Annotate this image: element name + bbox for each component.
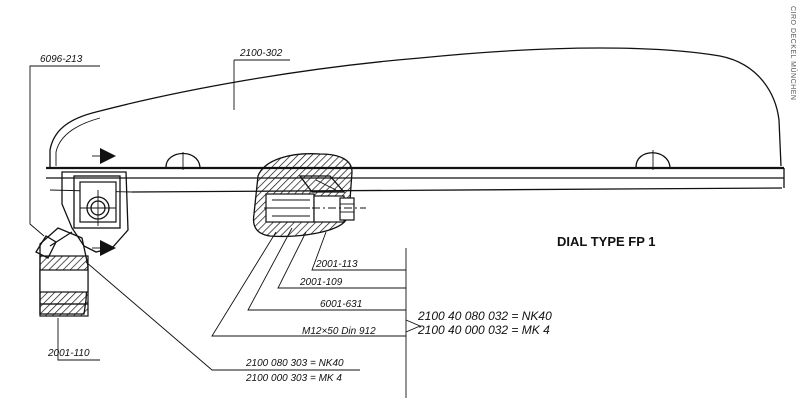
diagram-title: DIAL TYPE FP 1 bbox=[557, 234, 656, 249]
label-6096-213: 6096-213 bbox=[40, 54, 83, 65]
cover-dome bbox=[46, 47, 785, 193]
clamp-section bbox=[252, 153, 366, 238]
leader-lines bbox=[29, 59, 422, 398]
label-order-mk4-a: 2100 000 303 = MK 4 bbox=[245, 373, 342, 384]
label-2100-302: 2100-302 bbox=[239, 48, 283, 59]
label-order-nk40-b: 2100 40 080 032 = NK40 bbox=[417, 309, 552, 323]
label-6001-631: 6001-631 bbox=[320, 299, 362, 310]
label-2001-113: 2001-113 bbox=[315, 259, 358, 270]
angle-block bbox=[35, 227, 89, 317]
label-2001-109: 2001-109 bbox=[299, 277, 343, 288]
label-bolt-m12: M12×50 Din 912 bbox=[302, 326, 376, 337]
side-imprint: CIRO DECKEL MÜNCHEN bbox=[789, 6, 797, 100]
label-order-mk4-b: 2100 40 000 032 = MK 4 bbox=[417, 323, 550, 337]
label-order-nk40-a: 2100 080 303 = NK40 bbox=[245, 358, 344, 369]
pivot-assembly bbox=[61, 148, 129, 256]
label-2001-110: 2001-110 bbox=[47, 348, 90, 359]
